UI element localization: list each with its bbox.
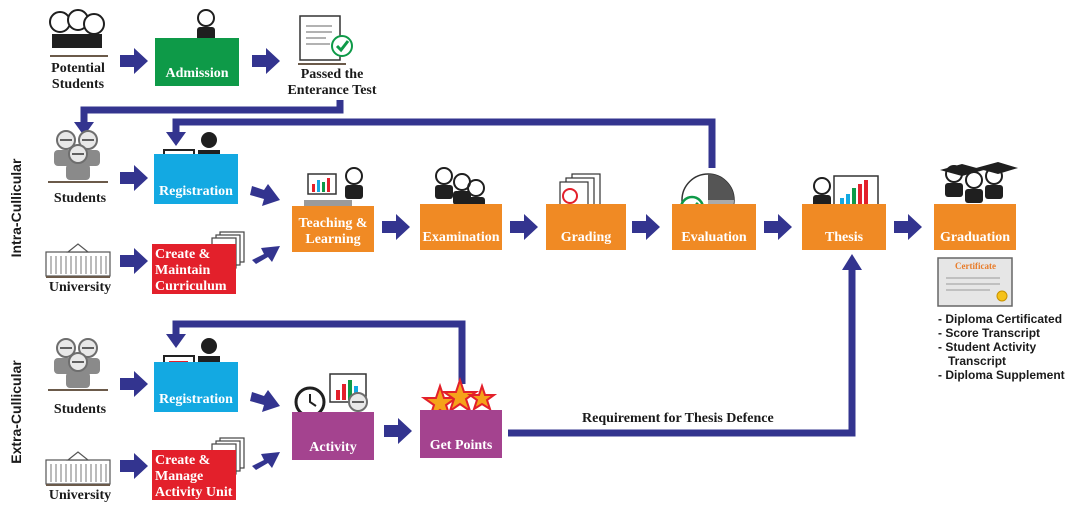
output-item: Transcript: [938, 354, 1007, 368]
output-item: - Diploma Certificated: [938, 312, 1063, 326]
evaluation-label: Evaluation: [681, 230, 747, 245]
students-intra-label: Students: [53, 191, 107, 206]
students-extra-label: Students: [53, 402, 107, 417]
arrow-1: [120, 48, 148, 74]
arrow-5: [250, 184, 280, 206]
passed-test-icon: [298, 15, 353, 65]
arrow-6: [252, 246, 280, 264]
thesis-label: Thesis: [824, 230, 864, 245]
university-intra-label: University: [48, 280, 112, 295]
connectors: [80, 100, 856, 437]
arrow-16: [384, 418, 412, 444]
registration-extra-box: Registration: [154, 362, 238, 412]
passed-test-label: Passed the Enterance Test: [287, 67, 377, 98]
activity-label: Activity: [309, 440, 357, 455]
examination-label: Examination: [422, 230, 500, 245]
arrow-3: [120, 165, 148, 191]
graduation-box: Graduation: [934, 204, 1016, 250]
certificate-icon: [937, 257, 1013, 307]
university-extra-label: University: [48, 488, 112, 503]
outputs-list: - Diploma Certificated - Score Transcrip…: [938, 312, 1065, 382]
arrow-9: [632, 214, 660, 240]
thesis-box: Thesis: [802, 204, 886, 250]
teaching-box: Teaching & Learning: [292, 206, 374, 252]
admission-label: Admission: [165, 66, 229, 81]
activity-unit-label: Create & Manage Activity Unit: [155, 453, 233, 500]
certificate-title: Certificate: [955, 261, 996, 271]
teaching-icon: [304, 167, 364, 210]
graduation-label: Graduation: [939, 230, 1010, 245]
arrow-4: [120, 248, 148, 274]
flow-arrows: [120, 48, 922, 479]
get-points-label: Get Points: [429, 438, 493, 453]
arrow-10: [764, 214, 792, 240]
teaching-label: Teaching & Learning: [298, 216, 368, 247]
arrow-15: [252, 452, 280, 470]
arrow-12: [120, 371, 148, 397]
output-item: - Student Activity: [938, 340, 1037, 354]
admission-icon: [196, 9, 216, 42]
university-intra-icon: [45, 243, 111, 278]
graduation-icon: [940, 162, 1018, 204]
students-extra-icon: [48, 338, 108, 391]
potential-students-label: Potential Students: [51, 61, 105, 92]
arrow-11: [894, 214, 922, 240]
stars-icon: [420, 376, 498, 420]
examination-box: Examination: [420, 204, 502, 250]
admission-box: Admission: [155, 38, 239, 86]
registration-extra-label: Registration: [159, 392, 233, 407]
grading-box: Grading: [546, 204, 626, 250]
extra-side-label: Extra-Cullicular: [8, 360, 24, 464]
activity-unit-box: Create & Manage Activity Unit: [152, 450, 236, 500]
connector-heads: [74, 122, 862, 348]
potential-students-icon: [49, 9, 108, 57]
curriculum-label: Create & Maintain Curriculum: [155, 247, 227, 294]
arrow-7: [382, 214, 410, 240]
curriculum-box: Create & Maintain Curriculum: [152, 244, 236, 294]
arrow-2: [252, 48, 280, 74]
get-points-box: Get Points: [420, 410, 502, 458]
output-item: - Diploma Supplement: [938, 368, 1065, 382]
thesis-icon: [812, 175, 879, 210]
registration-intra-box: Registration: [154, 154, 238, 204]
students-intra-icon: [48, 130, 108, 183]
grading-label: Grading: [560, 230, 612, 245]
arrow-8: [510, 214, 538, 240]
activity-box: Activity: [292, 412, 374, 460]
evaluation-box: Evaluation: [672, 204, 756, 250]
registration-intra-label: Registration: [159, 184, 233, 199]
arrow-13: [120, 453, 148, 479]
university-extra-icon: [45, 451, 111, 486]
requirement-label: Requirement for Thesis Defence: [582, 411, 774, 426]
output-item: - Score Transcript: [938, 326, 1041, 340]
intra-side-label: Intra-Cullicular: [8, 158, 24, 258]
arrow-14: [250, 390, 280, 412]
